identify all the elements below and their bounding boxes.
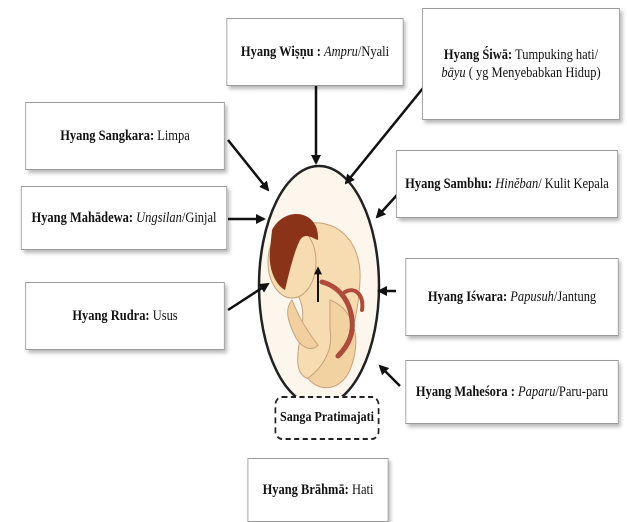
sambhu-organ-italic: Hinĕban xyxy=(495,176,538,192)
rudra-name: Hyang Rudra: xyxy=(72,308,149,324)
arrow-sambhu xyxy=(377,195,397,217)
wisnu-organ: /Nyali xyxy=(358,44,389,60)
iswara-name: Hyang Iśwara: xyxy=(428,289,507,305)
mahesora-organ-italic: Paparu xyxy=(518,384,555,400)
box-hyang-sambhu: Hyang Sambhu: Hinĕban/ Kulit Kepala xyxy=(396,150,618,218)
sanga-pratimajati-label: Sanga Pratimajati xyxy=(275,396,380,440)
mahadewa-name: Hyang Mahādewa: xyxy=(31,210,133,226)
sangkara-organ: Limpa xyxy=(157,128,190,144)
box-hyang-brahma: Hyang Brāhmā: Hati xyxy=(247,458,388,522)
iswara-organ: /Jantung xyxy=(554,289,596,305)
box-hyang-sangkara: Hyang Sangkara: Limpa xyxy=(25,102,225,170)
brahma-name: Hyang Brāhmā: xyxy=(263,482,349,498)
mahesora-name: Hyang Maheśora : xyxy=(416,384,515,400)
mahadewa-organ: /Ginjal xyxy=(182,210,217,226)
box-hyang-iswara: Hyang Iśwara: Papusuh/Jantung xyxy=(405,258,618,336)
rudra-organ: Usus xyxy=(153,308,178,324)
box-hyang-siwa: Hyang Śiwā: Tumpuking hati/bāyu ( yg Men… xyxy=(422,8,620,120)
arrow-mahesora xyxy=(380,366,400,386)
mahadewa-organ-italic: Ungsilan xyxy=(136,210,182,226)
siwa-name: Hyang Śiwā: xyxy=(444,47,512,63)
wisnu-name: Hyang Wiṣṇu : xyxy=(241,44,321,60)
wisnu-organ-italic: Ampru xyxy=(324,44,358,60)
sambhu-organ: / Kulit Kepala xyxy=(538,176,609,192)
brahma-organ: Hati xyxy=(352,482,373,498)
sangkara-name: Hyang Sangkara: xyxy=(60,128,154,144)
arrow-sangkara xyxy=(228,140,268,190)
center-label-text: Sanga Pratimajati xyxy=(280,410,374,426)
sambhu-name: Hyang Sambhu: xyxy=(405,176,492,192)
box-hyang-mahadewa: Hyang Mahādewa: Ungsilan/Ginjal xyxy=(21,186,227,250)
siwa-line1: Tumpuking hati/ xyxy=(515,47,598,63)
box-hyang-wisnu: Hyang Wiṣṇu : Ampru/Nyali xyxy=(226,18,403,86)
box-hyang-mahesora: Hyang Maheśora : Paparu/Paru-paru xyxy=(405,360,618,424)
iswara-organ-italic: Papusuh xyxy=(510,289,554,305)
mahesora-organ: /Paru-paru xyxy=(555,384,608,400)
siwa-line2: ( yg Menyebabkan Hidup) xyxy=(466,65,601,81)
box-hyang-rudra: Hyang Rudra: Usus xyxy=(25,282,225,350)
siwa-line2-italic: bāyu xyxy=(441,65,465,81)
